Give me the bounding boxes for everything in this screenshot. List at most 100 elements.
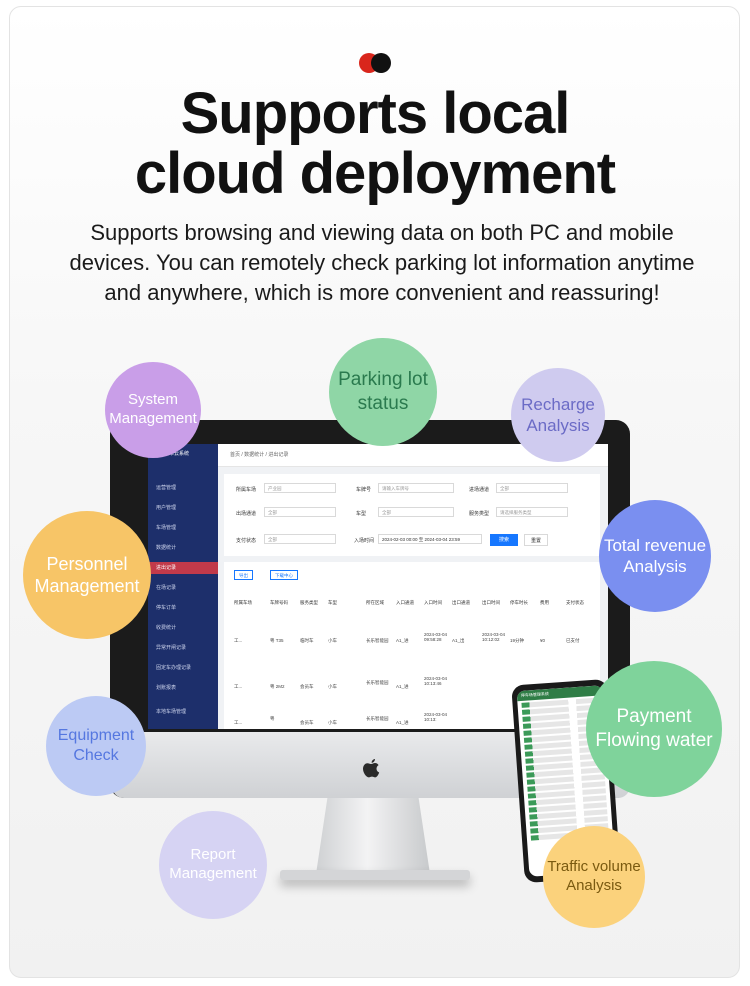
page-subtitle: Supports browsing and viewing data on bo… (69, 220, 695, 305)
feature-bubble-payment-flow: Payment Flowing water (586, 661, 722, 797)
black-dot (371, 53, 391, 73)
app-sidebar: 畅停城市云系统 运营管理 用户管理 车场管理 数据统计 进出记录 在场记录 停车… (148, 444, 218, 729)
feature-bubble-equipment-check: Equipment Check (46, 696, 146, 796)
table-cell: 已支付 (566, 638, 580, 643)
sidebar-item-stats[interactable]: 数据统计 (156, 545, 177, 551)
filter-in-channel-select[interactable]: 全部 (496, 483, 568, 493)
feature-label: Payment Flowing water (595, 706, 713, 751)
search-button[interactable]: 搜索 (490, 534, 518, 546)
reset-button[interactable]: 重置 (524, 534, 548, 546)
sidebar-item-abnormal[interactable]: 异常开闸记录 (156, 645, 187, 651)
table-cell: A1_进 (396, 720, 409, 725)
brand-logo-icon (359, 53, 393, 73)
filter-time-range[interactable]: 2024-02-03 00:00 至 2024-03-04 23:59 (378, 534, 482, 544)
page-title: Supports local cloud deployment (0, 84, 750, 204)
table-cell: 小车 (328, 684, 337, 689)
feature-label: Report Management (169, 846, 257, 882)
table-cell: 2024-03-04 10:13:46 (424, 676, 448, 686)
table-cell: 会员车 (300, 720, 314, 725)
table-header: 费用 (540, 600, 549, 605)
table-header: 车型 (328, 600, 337, 605)
table-cell: 工... (234, 638, 243, 643)
table-cell: 工... (234, 720, 243, 725)
feature-label: Recharge Analysis (521, 394, 595, 435)
feature-label: Personnel Management (34, 553, 140, 597)
export-button[interactable]: 导出 (234, 570, 253, 580)
filter-pay-select[interactable]: 全部 (264, 534, 336, 544)
monitor-screen: 畅停城市云系统 运营管理 用户管理 车场管理 数据统计 进出记录 在场记录 停车… (148, 444, 608, 729)
feature-bubble-total-revenue: Total revenue Analysis (599, 500, 711, 612)
monitor-stand-neck (316, 798, 430, 874)
feature-label: Traffic volume Analysis (547, 858, 641, 894)
monitor-stand-base (280, 870, 470, 880)
apple-logo-icon (363, 759, 380, 778)
filter-panel: 所属车场 产业园 车牌号 请输入车牌号 进场通道 全部 出场通道 全部 车型 全… (224, 474, 600, 556)
feature-label: Total revenue Analysis (603, 535, 707, 576)
sidebar-item-lots[interactable]: 车场管理 (156, 525, 177, 531)
filter-out-channel-select[interactable]: 全部 (264, 507, 336, 517)
table-cell: 临时车 (300, 638, 314, 643)
feature-bubble-recharge-analysis: Recharge Analysis (511, 368, 605, 462)
filter-label-out-channel: 出场通道 (236, 511, 257, 517)
table-cell: 小车 (328, 638, 337, 643)
sidebar-item-charges[interactable]: 收费统计 (156, 625, 177, 631)
table-cell: 19分钟 (510, 638, 525, 643)
app-topbar: 首页 / 数据统计 / 进出记录 (218, 444, 608, 467)
sidebar-item-operations[interactable]: 运营管理 (156, 485, 177, 491)
table-header: 所在区域 (366, 600, 384, 605)
filter-label-plate: 车牌号 (356, 487, 372, 493)
feature-bubble-system-management: System Management (105, 362, 201, 458)
download-center-button[interactable]: 下载中心 (270, 570, 298, 580)
feature-bubble-parking-status: Parking lot status (329, 338, 437, 446)
filter-plate-input[interactable]: 请输入车牌号 (378, 483, 454, 493)
feature-bubble-report-management: Report Management (159, 811, 267, 919)
filter-label-parking: 所属车场 (236, 487, 257, 493)
sidebar-item-records[interactable]: 进出记录 (148, 562, 218, 574)
filter-car-type-select[interactable]: 全部 (378, 507, 454, 517)
feature-label: Parking lot status (338, 369, 428, 414)
sidebar-item-orders[interactable]: 停车订单 (156, 605, 177, 611)
table-cell: ¥0 (540, 638, 546, 643)
table-cell: A1_出 (452, 638, 465, 643)
feature-bubble-traffic-analysis: Traffic volume Analysis (543, 826, 645, 928)
filter-label-pay: 支付状态 (236, 538, 257, 544)
table-header: 车牌号码 (270, 600, 288, 605)
sidebar-item-present[interactable]: 在场记录 (156, 585, 177, 591)
breadcrumb: 首页 / 数据统计 / 进出记录 (230, 452, 289, 458)
table-cell: A1_进 (396, 638, 409, 643)
table-header: 入口时间 (424, 600, 442, 605)
table-cell: 长乐智能园 (366, 680, 389, 685)
table-cell: 粤 (270, 716, 275, 721)
filter-service-select[interactable]: 请选择服务类型 (496, 507, 568, 517)
table-header: 所属车场 (234, 600, 252, 605)
sidebar-item-users[interactable]: 用户管理 (156, 505, 177, 511)
table-cell: 工... (234, 684, 243, 689)
table-cell: 粤 2M2 (270, 684, 285, 689)
table-cell: 小车 (328, 720, 337, 725)
table-header: 入口通道 (396, 600, 414, 605)
table-cell: 会员车 (300, 684, 314, 689)
feature-bubble-personnel-management: Personnel Management (23, 511, 151, 639)
table-header: 出口通道 (452, 600, 470, 605)
table-header: 服务类型 (300, 600, 318, 605)
table-header: 出口时间 (482, 600, 500, 605)
sidebar-item-local[interactable]: 本地车场管理 (156, 709, 187, 715)
table-cell: 粤 T35 (270, 638, 284, 643)
table-cell: A1_进 (396, 684, 409, 689)
filter-label-service: 服务类型 (469, 511, 490, 517)
filter-label-car-type: 车型 (356, 511, 367, 517)
table-cell: 2024-03-04 10:13: (424, 712, 448, 722)
table-cell: 2024-03-04 10:12:02 (482, 632, 506, 642)
sidebar-item-fixed[interactable]: 固定车办理记录 (156, 665, 192, 671)
sidebar-item-report[interactable]: 划账报表 (156, 685, 177, 691)
feature-label: System Management (109, 391, 197, 427)
feature-label: Equipment Check (57, 727, 135, 764)
title-line-2: cloud deployment (134, 141, 616, 206)
filter-label-in-channel: 进场通道 (469, 487, 490, 493)
table-header: 停车时长 (510, 600, 528, 605)
title-line-1: Supports local (180, 81, 571, 146)
table-cell: 长乐智能园 (366, 716, 389, 721)
table-cell: 2024-03-04 09:58:28 (424, 632, 448, 642)
filter-parking-select[interactable]: 产业园 (264, 483, 336, 493)
filter-label-time: 入场时间 (354, 538, 375, 544)
